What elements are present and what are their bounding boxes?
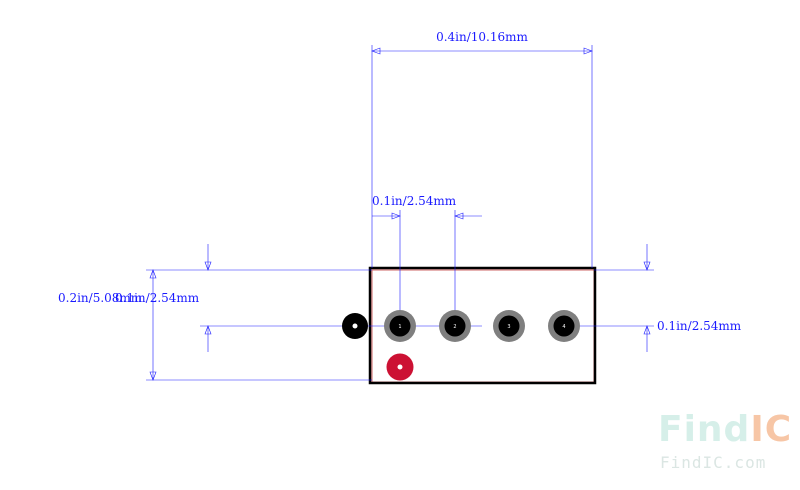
watermark-logo: FindIC bbox=[658, 412, 792, 448]
pad-4: 4 bbox=[548, 310, 580, 342]
pad-label: 3 bbox=[507, 324, 510, 330]
dimension-label-offset-right: 0.1in/2.54mm bbox=[657, 319, 742, 333]
pin1-marker-center bbox=[397, 364, 403, 370]
arrow-head bbox=[149, 371, 157, 381]
arrow-head bbox=[204, 325, 212, 335]
arrow-head bbox=[643, 325, 651, 335]
dimension-label-pitch: 0.1in/2.54mm bbox=[372, 194, 457, 208]
dimension-label-width: 0.4in/10.16mm bbox=[436, 30, 528, 44]
arrow-head bbox=[149, 269, 157, 279]
dimension-label-height: 0.2in/5.08mm bbox=[58, 291, 143, 305]
arrow-head bbox=[391, 212, 401, 220]
arrow-head bbox=[643, 261, 651, 271]
pad-label: 4 bbox=[562, 324, 565, 330]
mounting-hole-center bbox=[352, 323, 358, 329]
watermark-logo-main: Find bbox=[658, 409, 751, 450]
watermark-logo-accent: IC bbox=[750, 409, 793, 450]
watermark-url: FindIC.com bbox=[660, 453, 767, 472]
pad-2: 2 bbox=[439, 310, 471, 342]
pad-1: 1 bbox=[384, 310, 416, 342]
arrow-head bbox=[371, 47, 381, 55]
component-outline bbox=[368, 266, 597, 385]
arrow-head bbox=[204, 261, 212, 271]
arrow-head bbox=[454, 212, 464, 220]
pad-label: 1 bbox=[398, 324, 401, 330]
dimension-label-offset-left: 0.1in/2.54mm bbox=[115, 291, 200, 305]
arrow-head bbox=[583, 47, 593, 55]
pad-label: 2 bbox=[453, 324, 456, 330]
pad-3: 3 bbox=[493, 310, 525, 342]
